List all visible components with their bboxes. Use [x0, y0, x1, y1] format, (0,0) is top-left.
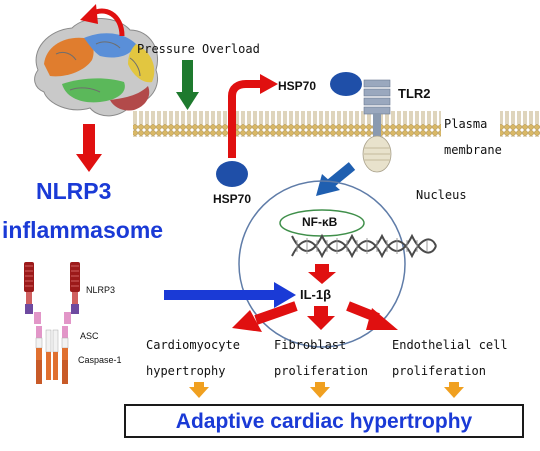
tlr2-label: TLR2 [398, 86, 431, 101]
inflammasome-to-il1b-arrow [164, 282, 296, 308]
hsp70-outside-label: HSP70 [278, 79, 317, 93]
endothelial-orange-arrow [444, 382, 464, 398]
nucleus-label: Nucleus [416, 188, 467, 202]
hsp70-export-arrow [228, 74, 278, 158]
nfkb-to-il1b-arrow [308, 264, 336, 284]
fibroblast-orange-arrow [310, 382, 330, 398]
result-box: Adaptive cardiac hypertrophy [124, 404, 524, 438]
il1b-to-endothelial-arrow [346, 301, 398, 330]
inflammasome-schematic [24, 262, 80, 384]
plasma-membrane-right [500, 111, 540, 137]
cardiomyocyte-label-line2: hypertrophy [146, 364, 226, 378]
inflammasome-title: inflammasome [2, 217, 164, 243]
cardiomyocyte-label-line1: Cardiomyocyte [146, 338, 240, 352]
nfkb-label: NF-κB [302, 215, 338, 229]
il1b-to-cardiomyocyte-arrow [232, 301, 298, 332]
il1b-to-fibroblast-arrow [307, 306, 335, 330]
brain-to-nlrp3-arrow [76, 124, 102, 172]
tlr2-receptor-icon [362, 79, 392, 173]
nucleus-circle [238, 180, 406, 348]
pressure-overload-label: Pressure Overload [137, 42, 260, 56]
asc-small-label: ASC [80, 331, 99, 341]
cardiomyocyte-orange-arrow [189, 382, 209, 398]
fibroblast-label-line1: Fibroblast [274, 338, 347, 352]
hsp70-inside-label: HSP70 [213, 192, 252, 206]
hsp70-inside-ellipse [216, 161, 248, 187]
nlrp3-small-label: NLRP3 [86, 285, 116, 295]
plasma-membrane [133, 111, 441, 137]
plasma-label: Plasma [444, 117, 488, 131]
endothelial-label-line1: Endothelial cell [392, 338, 508, 352]
nlrp3-title: NLRP3 [36, 178, 112, 204]
endothelial-label-line2: proliferation [392, 364, 486, 378]
tlr2-to-nucleus-arrow [316, 162, 356, 196]
fibroblast-label-line2: proliferation [274, 364, 368, 378]
result-text: Adaptive cardiac hypertrophy [175, 410, 473, 433]
caspase-small-label: Caspase-1 [78, 355, 122, 365]
hsp70-outside-ellipse [330, 72, 362, 96]
il1b-label: IL-1β [300, 287, 332, 302]
feedback-curved-arrow [80, 4, 125, 37]
dna-helix-icon [291, 233, 437, 259]
brain-icon [34, 17, 158, 117]
membrane-label: membrane [444, 143, 502, 157]
pressure-overload-arrow [176, 60, 199, 110]
